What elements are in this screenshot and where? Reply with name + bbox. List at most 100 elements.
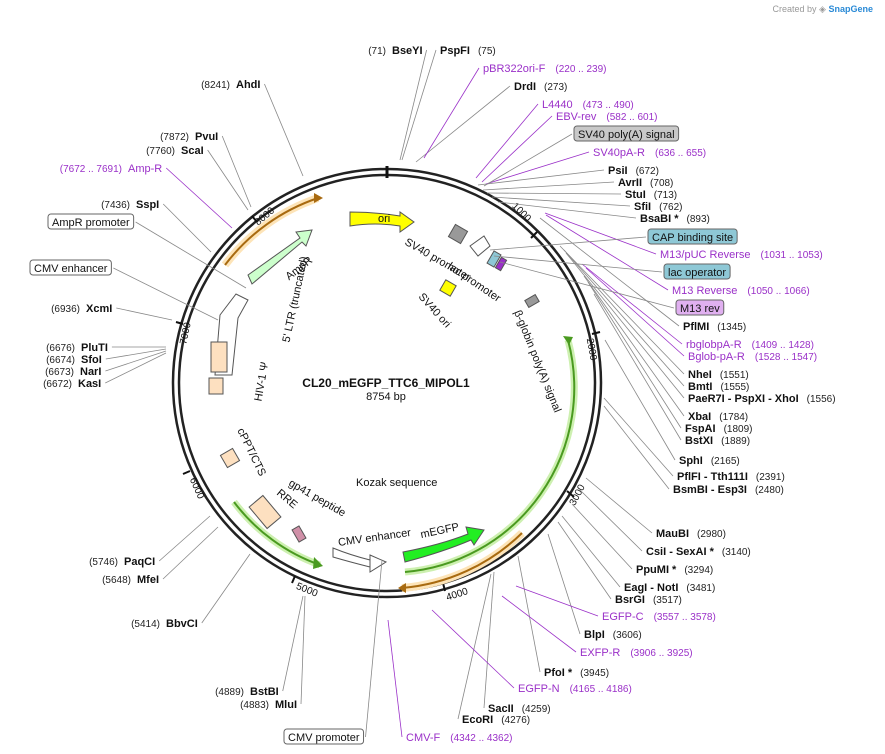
enzyme-leader (603, 397, 674, 477)
feature-leader (365, 559, 383, 738)
enzyme-leader (561, 515, 621, 588)
enzyme-position: (4276) (501, 715, 530, 726)
enzyme-position: (6672) (43, 379, 72, 390)
enzyme-position: (672) (636, 166, 659, 177)
snapgene-credit: Created by ◈ SnapGene (773, 4, 874, 15)
enzyme-name: MauBI (656, 528, 689, 540)
primer-leader (501, 595, 577, 653)
enzyme-leader (399, 49, 427, 161)
enzyme-leader (604, 339, 676, 461)
primer-leader (581, 263, 683, 345)
primer-position: (3906 .. 3925) (630, 648, 692, 659)
feature-label: AmpR promoter (52, 217, 130, 229)
primer-leader (387, 619, 403, 738)
enzyme-leader (105, 352, 167, 384)
enzyme-leader (401, 49, 437, 161)
feature-label-box (663, 263, 731, 280)
plasmid-name: CL20_mEGFP_TTC6_MIPOL1 (302, 376, 470, 390)
enzyme-leader (585, 477, 653, 534)
cmv-enhancer-feature (332, 547, 388, 573)
primer-position: (7672 .. 7691) (60, 164, 122, 175)
primer-leader (585, 267, 685, 357)
enzyme-position: (1784) (719, 412, 748, 423)
enzyme-leader (201, 553, 251, 624)
enzyme-name: ScaI (181, 145, 204, 157)
enzyme-name: PflFI - Tth111I (677, 471, 748, 483)
enzyme-name: StuI (625, 189, 646, 201)
primer-name: Amp-R (128, 163, 162, 175)
enzyme-name: CsiI - SexAI * (646, 546, 715, 558)
credit-prefix: Created by (772, 4, 817, 14)
primer-position: (1050 .. 1066) (747, 286, 809, 297)
ampr-feature (247, 229, 313, 285)
sv40-promoter-feature (447, 223, 469, 245)
enzyme-name: PfoI * (544, 667, 573, 679)
enzyme-name: BbvCI (166, 618, 198, 630)
enzyme-name: BsaBI * (640, 213, 679, 225)
cppt-feature (219, 447, 241, 469)
primer-position: (1528 .. 1547) (755, 352, 817, 363)
enzyme-leader (565, 252, 685, 399)
primer-leader (545, 214, 669, 291)
enzyme-position: (6676) (46, 343, 75, 354)
feature-label: SV40 poly(A) signal (578, 129, 675, 141)
enzyme-position: (273) (544, 82, 567, 93)
enzyme-leader (264, 83, 304, 177)
enzyme-position: (2980) (697, 529, 726, 540)
enzyme-leader (162, 526, 219, 580)
m13-rev-feature (494, 256, 508, 272)
enzyme-name: BstXI (685, 435, 713, 447)
enzyme-name: BsrGI (615, 594, 645, 606)
enzyme-name: FspAI (685, 423, 716, 435)
enzyme-leader (300, 595, 306, 705)
enzyme-position: (7436) (101, 200, 130, 211)
enzyme-leader (517, 555, 541, 673)
enzyme-name: BsmBI - Esp3I (673, 484, 747, 496)
tick-2000: 2000 (584, 337, 599, 361)
cppt-label: cPPT/CTS (234, 426, 268, 478)
psi-small-feature (208, 377, 224, 395)
enzyme-leader (483, 571, 495, 709)
enzyme-position: (6936) (51, 304, 80, 315)
enzyme-name: BstBI (250, 686, 279, 698)
rre-feature (248, 494, 282, 530)
primer-position: (1031 .. 1053) (760, 250, 822, 261)
enzyme-position: (2391) (756, 472, 785, 483)
enzyme-leader (415, 85, 511, 163)
enzyme-leader (477, 169, 605, 186)
enzyme-leader (282, 595, 304, 692)
feature-leader (493, 255, 663, 273)
enzyme-name: PpuMI * (636, 564, 677, 576)
feature-leader (113, 267, 219, 321)
leader-lines (105, 49, 685, 738)
enzyme-leader (497, 201, 637, 219)
enzyme-name: SphI (679, 455, 703, 467)
orange-arrow-top (314, 193, 323, 203)
enzyme-name: BlpI (584, 629, 605, 641)
enzyme-leader (207, 149, 249, 211)
enzyme-position: (2480) (755, 485, 784, 496)
primer-name: rbglobpA-R (686, 339, 742, 351)
enzyme-position: (762) (659, 202, 682, 213)
megfp-feature (402, 526, 485, 563)
enzyme-leader (571, 503, 633, 570)
primer-leader (485, 151, 590, 185)
enzyme-position: (75) (478, 46, 496, 57)
primer-name: CMV-F (406, 732, 441, 744)
enzyme-name: KasI (78, 378, 101, 390)
primer-position: (473 .. 490) (583, 100, 634, 111)
enzyme-leader (563, 249, 685, 387)
enzyme-position: (1889) (721, 436, 750, 447)
cap-site-feature (486, 250, 502, 268)
bglobin-label: β-globin poly(A) signal (511, 309, 563, 415)
enzyme-leader (221, 135, 252, 208)
orf-arc-left (233, 501, 321, 566)
enzyme-position: (3140) (722, 547, 751, 558)
enzyme-name: PspFI (440, 45, 470, 57)
enzyme-name: AvrII (618, 177, 642, 189)
orf-arc-left-bg (231, 499, 322, 569)
enzyme-position: (713) (654, 190, 677, 201)
enzyme-position: (5414) (131, 619, 160, 630)
enzyme-name: PaeR7I - PspXI - XhoI (688, 393, 799, 405)
